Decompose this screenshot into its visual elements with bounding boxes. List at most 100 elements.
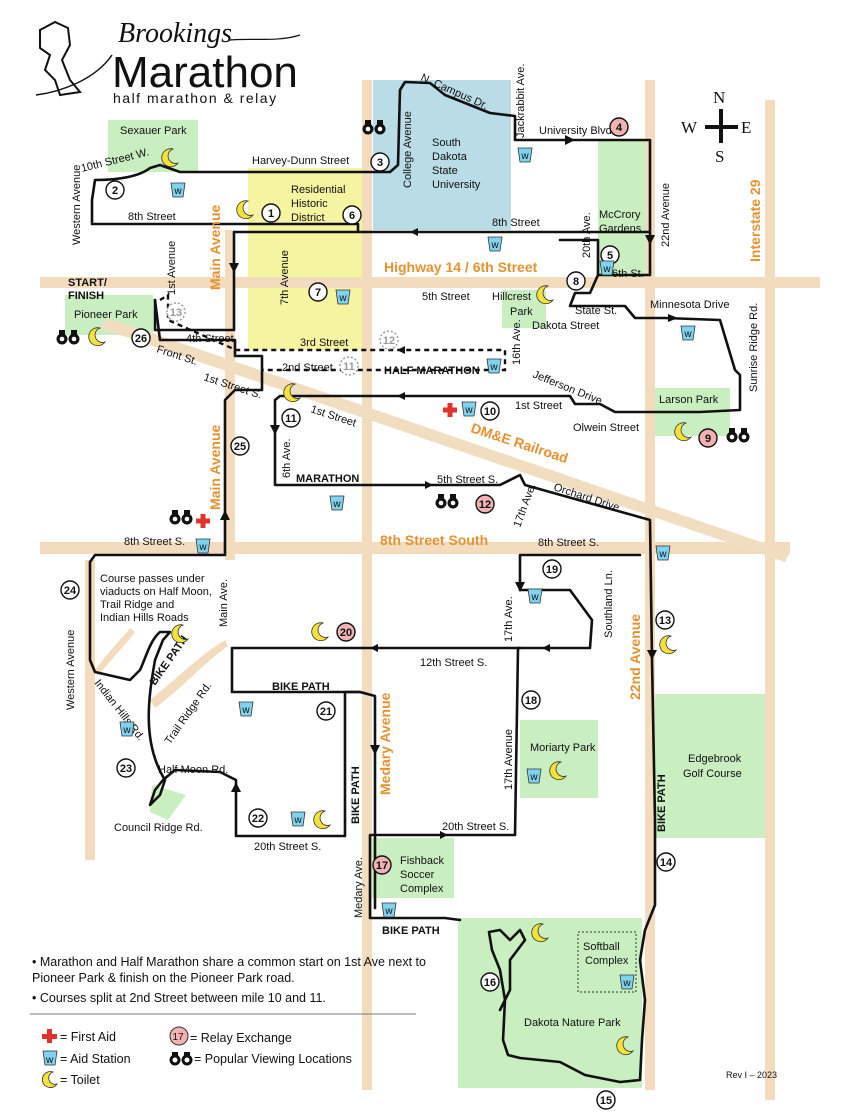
- street-label: 20th Ave.: [581, 212, 593, 258]
- half-mile-circle: [379, 330, 399, 350]
- route-segment-east: [273, 273, 742, 1084]
- aid-station-icon: w: [655, 545, 671, 561]
- runner-logo-icon: [39, 20, 82, 97]
- mile-marker-circle: [261, 203, 281, 223]
- arrow: [370, 644, 378, 652]
- street-label: Half Moon Rd.: [158, 764, 228, 776]
- cup-shape: [517, 147, 533, 163]
- logo-flourish-icon: [229, 34, 301, 41]
- bino-part: [741, 428, 747, 434]
- aid-letter: w: [241, 705, 250, 716]
- arrow: [370, 745, 380, 755]
- western-band: [85, 560, 95, 860]
- binoculars-icon: [56, 330, 80, 345]
- street-label: 4th Street: [186, 333, 234, 345]
- street-label: Jackrabbit Ave.: [515, 64, 527, 138]
- moriarty-label: Moriarty Park: [530, 742, 596, 754]
- mile-marker-25: 25: [230, 436, 250, 456]
- aid-station-icon: w: [526, 768, 542, 784]
- mile-marker-20: 20: [336, 622, 356, 642]
- first-aid-icon: [42, 1029, 57, 1043]
- mile-marker-12: 12: [475, 494, 495, 514]
- mile-marker-4: 4: [609, 117, 629, 137]
- first-aid-icon: [443, 403, 457, 417]
- aid-station-icon: w: [517, 147, 533, 163]
- main-ave-label: Main Avenue: [207, 204, 223, 290]
- aid-letter: w: [658, 549, 667, 560]
- first-aid-icon: [196, 514, 210, 528]
- historic-label: Historic: [291, 198, 328, 210]
- half-mile-marker: 13: [166, 302, 186, 322]
- sdsu-label: Dakota: [432, 151, 468, 163]
- bino-glint: [729, 434, 735, 440]
- cup-shape: [680, 325, 696, 341]
- mile-marker-circle: [131, 328, 151, 348]
- softball-label: Complex: [585, 955, 629, 967]
- mile-marker-2: 2: [105, 180, 125, 200]
- arrow: [647, 650, 657, 660]
- mile-marker-circle: [480, 401, 500, 421]
- cup-shape: [381, 902, 397, 918]
- note-2: • Courses split at 2nd Street between mi…: [32, 990, 432, 1006]
- half-marathon-label: HALF MARATHON: [384, 365, 480, 377]
- binoculars-icon: [169, 1052, 193, 1066]
- mile-number: 1: [268, 208, 274, 220]
- aid-letter: w: [173, 186, 182, 197]
- cup-shape: [487, 236, 503, 252]
- route-segment-north: [90, 80, 652, 332]
- mile-number: 5: [607, 250, 613, 262]
- street-label: 6th Ave.: [281, 438, 293, 478]
- twentysecond-label: 22nd Avenue: [627, 614, 643, 700]
- legend-aid: w= Aid Station: [40, 1050, 131, 1069]
- street-label: Council Ridge Rd.: [114, 822, 203, 834]
- mile-number: 21: [320, 706, 332, 718]
- mile-marker-13: 13: [655, 610, 675, 630]
- mile-number: 22: [252, 813, 264, 825]
- toilets: [88, 148, 693, 1056]
- mile-number: 7: [315, 287, 321, 299]
- street-label: 2nd Street: [282, 362, 333, 374]
- mile-marker-circle: [336, 622, 356, 642]
- aid-station-icon: w: [486, 358, 502, 374]
- toilet-icon: [171, 624, 190, 644]
- cup-shape: [238, 701, 254, 717]
- note-text: Marathon and Half Marathon share a commo…: [32, 955, 426, 985]
- note-1: • Marathon and Half Marathon share a com…: [32, 954, 432, 986]
- street-label: Harvey-Dunn Street: [252, 155, 349, 167]
- aid-letter: w: [332, 499, 341, 510]
- street-label: 3rd Street: [300, 337, 348, 349]
- aid-station-icon: w: [42, 1050, 58, 1066]
- mile-marker-circle: [60, 580, 80, 600]
- mile-number: 20: [340, 627, 352, 639]
- logo-tagline: half marathon & relay: [113, 90, 278, 106]
- half-mile-marker: 11: [339, 356, 359, 376]
- mile-number: 24: [64, 585, 77, 597]
- arrow: [229, 263, 239, 273]
- fishback-label: Complex: [400, 883, 444, 895]
- mile-marker-circle: [656, 852, 676, 872]
- sexauer-park-area: [108, 120, 198, 172]
- aid-letter: w: [602, 264, 611, 275]
- arrow: [440, 831, 448, 839]
- compass-n: N: [713, 88, 725, 107]
- half-marathon-route: [159, 292, 507, 372]
- mile-marker-circle: [542, 559, 562, 579]
- legend-first-aid: = First Aid: [40, 1028, 116, 1047]
- street-label: 17th Ave.: [503, 596, 515, 642]
- bike-path-label: BIKE PATH: [382, 925, 440, 937]
- cup-shape: [195, 538, 211, 554]
- viewing-locations: [56, 120, 750, 525]
- bike-path-label: BIKE PATH: [272, 681, 330, 693]
- street-label: Western Avenue: [71, 165, 83, 245]
- aid-letter: w: [293, 815, 302, 826]
- cup-shape: [527, 588, 543, 604]
- half-mile-circle: [166, 302, 186, 322]
- mile-marker-10: 10: [480, 401, 500, 421]
- mile-number: 23: [120, 763, 132, 775]
- sdsu-label: State: [432, 165, 458, 177]
- historic-district-area: [248, 168, 368, 350]
- binoculars-icon: [726, 428, 750, 443]
